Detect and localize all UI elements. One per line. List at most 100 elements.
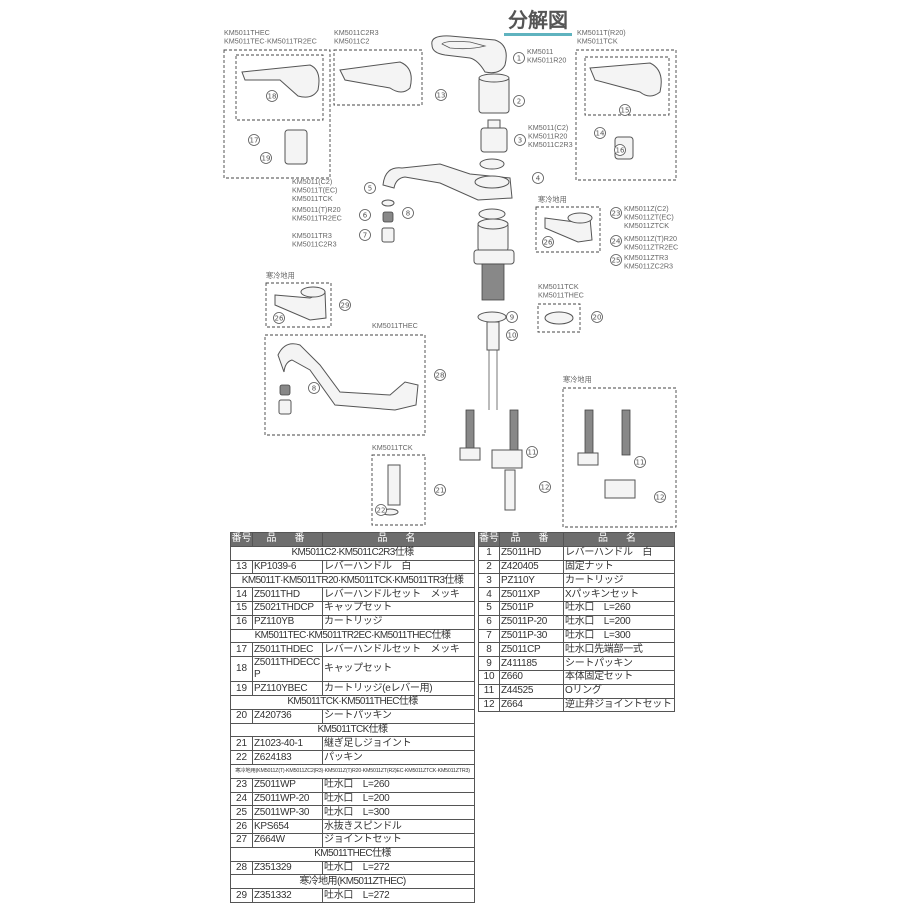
part-code: Z5011XP (499, 587, 564, 602)
callout-number: 5 (368, 185, 372, 193)
part-code: Z5011HD (499, 545, 564, 561)
callout-24: 24 (610, 235, 622, 247)
label-part1: KM5011 (527, 47, 553, 56)
diagram-labels: KM5011THECKM5011TEC·KM5011TR2ECKM5011C2R… (224, 28, 678, 452)
part-code: Z1023-40-1 (252, 736, 323, 752)
callout-9: 9 (506, 311, 518, 323)
callout-number: 17 (250, 137, 259, 145)
callout-number: 22 (377, 507, 386, 515)
callout-circle (513, 52, 525, 64)
part-code: Z44525 (499, 683, 564, 699)
part-name: カートリッジ (322, 614, 475, 630)
callout-3: 3 (514, 134, 526, 146)
part-number: 29 (230, 888, 253, 903)
label-part3: KM5011C2R3 (528, 140, 573, 149)
callout-12: 12 (539, 481, 551, 493)
part-code: KPS654 (252, 819, 323, 834)
label-group-t: KM5011TCK (577, 37, 618, 46)
label-part6: KM5011(T)R20 (292, 205, 341, 214)
callout-number: 23 (612, 210, 621, 218)
section-title: 寒冷地用(KM5011ZTHEC) (230, 874, 475, 890)
callout-circle (364, 182, 376, 194)
callout-number: 13 (437, 92, 446, 100)
callout-number: 7 (363, 232, 367, 240)
callout-number: 6 (363, 212, 368, 220)
table-header-row: 番号 品 番 品 名 (230, 532, 475, 547)
callout-number: 9 (510, 314, 514, 322)
callout-number: 25 (612, 257, 621, 265)
part-name: カートリッジ(eレバー用) (322, 681, 475, 696)
part-name: Oリング (563, 683, 675, 699)
label-group-c2: KM5011C2R3 (334, 28, 379, 37)
label-group-c2: KM5011C2 (334, 37, 369, 46)
label-part23: KM5011ZTCK (624, 221, 669, 230)
callout-number: 18 (268, 93, 277, 101)
callout-number: 2 (517, 98, 521, 106)
label-part5: KM5011(C2) (292, 177, 332, 186)
callout-8: 8 (308, 382, 320, 394)
callout-8: 8 (402, 207, 414, 219)
diagram-title: 分解図 (508, 8, 568, 32)
label-part7: KM5011C2R3 (292, 240, 337, 249)
callout-number: 8 (312, 385, 316, 393)
part-code: PZ110Y (499, 573, 564, 589)
part-number: 20 (230, 708, 253, 724)
part-code: Z5011WP-30 (252, 805, 323, 821)
section-title: KM5011T·KM5011TR20·KM5011TCK·KM5011TR3仕様 (230, 573, 475, 589)
part-name: 本体固定セット (563, 669, 675, 685)
part-number: 16 (230, 614, 253, 630)
part-number: 19 (230, 681, 253, 696)
callout-circle (434, 484, 446, 496)
part-number: 3 (478, 573, 500, 589)
header-number: 番号 (478, 532, 500, 547)
part-code: Z351332 (252, 888, 323, 903)
callout-14: 14 (594, 127, 606, 139)
part-number: 5 (478, 600, 500, 616)
callout-circle (542, 236, 554, 248)
callout-22: 22 (375, 504, 387, 516)
part-code: Z664 (499, 697, 564, 713)
part-code: Z420736 (252, 708, 323, 724)
part-name: キャップセット (322, 600, 475, 616)
table-header-row: 番号 品 番 品 名 (478, 532, 675, 547)
callout-number: 3 (518, 137, 522, 145)
table-section-row: 寒冷地用(KM5011ZTHEC) (230, 874, 475, 890)
header-part-name: 品 名 (563, 532, 675, 547)
label-cold2: 寒冷地用 (266, 271, 295, 280)
label-part5: KM5011TCK (292, 194, 333, 203)
callout-number: 15 (621, 107, 630, 115)
callout-number: 28 (436, 372, 445, 380)
part-name: 吐水口 L=300 (563, 628, 675, 644)
callout-16: 16 (614, 144, 626, 156)
callout-15: 15 (619, 104, 631, 116)
label-group-thec2: KM5011THEC (372, 321, 418, 330)
callout-20: 20 (591, 311, 603, 323)
callout-circle (359, 229, 371, 241)
diagram-callouts: 1234567891011121314151617181920212223242… (248, 52, 666, 516)
label-cold3: 寒冷地用 (563, 375, 592, 384)
callout-25: 25 (610, 254, 622, 266)
part-number: 28 (230, 860, 253, 876)
callout-circle (614, 144, 626, 156)
callout-circle (594, 127, 606, 139)
callout-circle (435, 89, 447, 101)
callout-circle (539, 481, 551, 493)
part-number: 6 (478, 614, 500, 630)
callout-number: 10 (508, 332, 517, 340)
part-name: キャップセット (322, 656, 475, 683)
part-code: Z5011WP (252, 777, 323, 793)
callout-4: 4 (532, 172, 544, 184)
label-part1: KM5011R20 (527, 56, 566, 65)
